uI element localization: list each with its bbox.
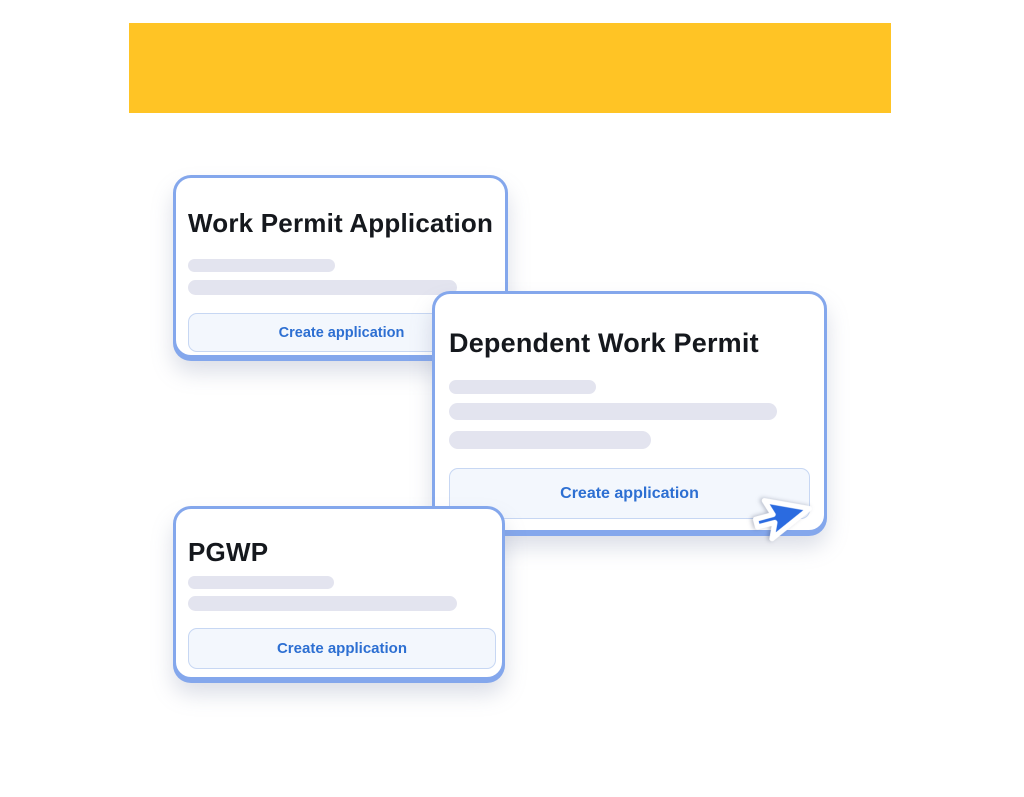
card-pgwp: PGWP Create application (173, 506, 505, 680)
card-title: PGWP (188, 537, 269, 567)
skeleton-line (449, 380, 596, 394)
skeleton-line (449, 403, 777, 420)
card-dependent-work-permit: Dependent Work Permit Create application (432, 291, 827, 533)
create-application-button[interactable]: Create application (449, 468, 810, 519)
create-application-button[interactable]: Create application (188, 628, 496, 669)
card-title: Dependent Work Permit (449, 328, 759, 358)
top-banner (129, 23, 891, 113)
card-title: Work Permit Application (188, 208, 494, 238)
skeleton-line (188, 576, 334, 589)
skeleton-line (188, 259, 335, 272)
skeleton-line (188, 280, 457, 295)
skeleton-line (449, 431, 651, 449)
skeleton-line (188, 596, 457, 611)
